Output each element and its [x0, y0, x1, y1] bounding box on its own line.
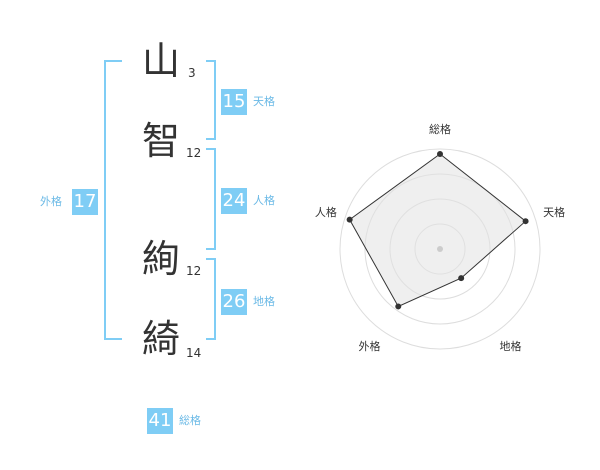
radar-axis-label-4: 外格 — [358, 339, 380, 353]
tenkaku-bracket-top — [206, 60, 216, 62]
gaikaku-bracket-bottom — [104, 338, 122, 340]
tenkaku-bracket-bottom — [206, 138, 216, 140]
radar-point-2 — [522, 218, 529, 225]
radar-axis-label-5: 人格 — [315, 205, 337, 219]
gaikaku-bracket-top — [104, 60, 122, 62]
chikaku-value-badge: 26 — [221, 289, 247, 315]
gaikaku-bracket-side — [104, 60, 106, 340]
gaikaku-value-badge: 17 — [72, 189, 98, 215]
jinkaku-bracket-bottom — [206, 248, 216, 250]
radar-point-4 — [395, 303, 402, 310]
radar-data-polygon — [348, 153, 527, 308]
name-char-2: 智 — [142, 119, 181, 163]
jinkaku-bracket-top — [206, 148, 216, 150]
stroke-count-4: 14 — [186, 346, 202, 360]
soukaku-value-badge: 41 — [147, 408, 173, 434]
tenkaku-label: 天格 — [253, 95, 275, 108]
name-char-4: 綺 — [142, 317, 181, 361]
name-char-3: 絢 — [142, 237, 181, 281]
chikaku-bracket-side — [214, 258, 216, 340]
gaikaku-label: 外格 — [40, 195, 62, 208]
radar-point-1 — [437, 151, 443, 157]
name-char-1: 山 — [142, 39, 181, 83]
radar-ring-4 — [339, 148, 541, 350]
chikaku-bracket-bottom — [206, 338, 216, 340]
tenkaku-bracket-side — [214, 60, 216, 140]
jinkaku-label: 人格 — [253, 194, 275, 207]
radar-axis-label-3: 地格 — [500, 339, 522, 353]
jinkaku-bracket-side — [214, 148, 216, 250]
chikaku-bracket-top — [206, 258, 216, 260]
radar-axis-label-1: 総格 — [429, 122, 451, 136]
radar-point-3 — [458, 275, 465, 282]
soukaku-label: 総格 — [179, 414, 201, 427]
chikaku-label: 地格 — [253, 295, 275, 308]
radar-axis-label-2: 天格 — [543, 205, 565, 219]
stroke-count-3: 12 — [186, 264, 202, 278]
stroke-count-2: 12 — [186, 146, 202, 160]
tenkaku-value-badge: 15 — [221, 89, 247, 115]
stroke-count-1: 3 — [188, 66, 196, 80]
jinkaku-value-badge: 24 — [221, 188, 247, 214]
radar-point-5 — [346, 216, 353, 223]
radar-center-dot — [437, 246, 443, 252]
